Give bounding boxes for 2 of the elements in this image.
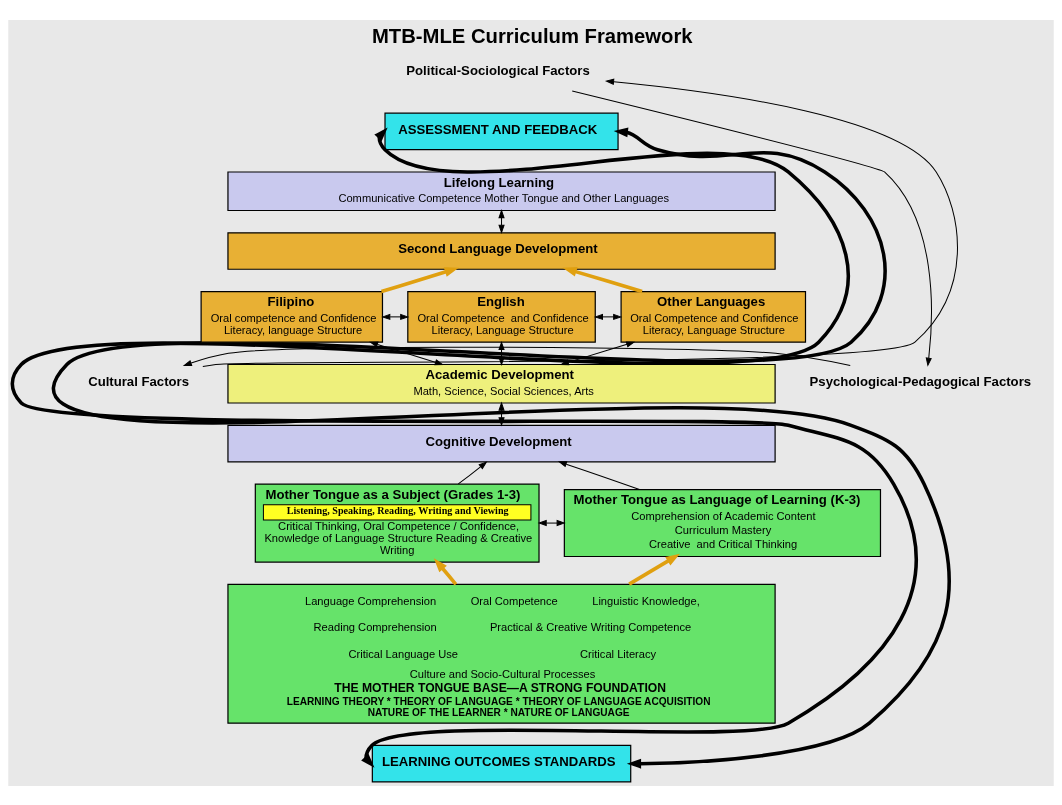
node-text: Political-Sociological Factors xyxy=(406,62,590,78)
diagram-title: MTB-MLE Curriculum Framework xyxy=(371,24,693,47)
